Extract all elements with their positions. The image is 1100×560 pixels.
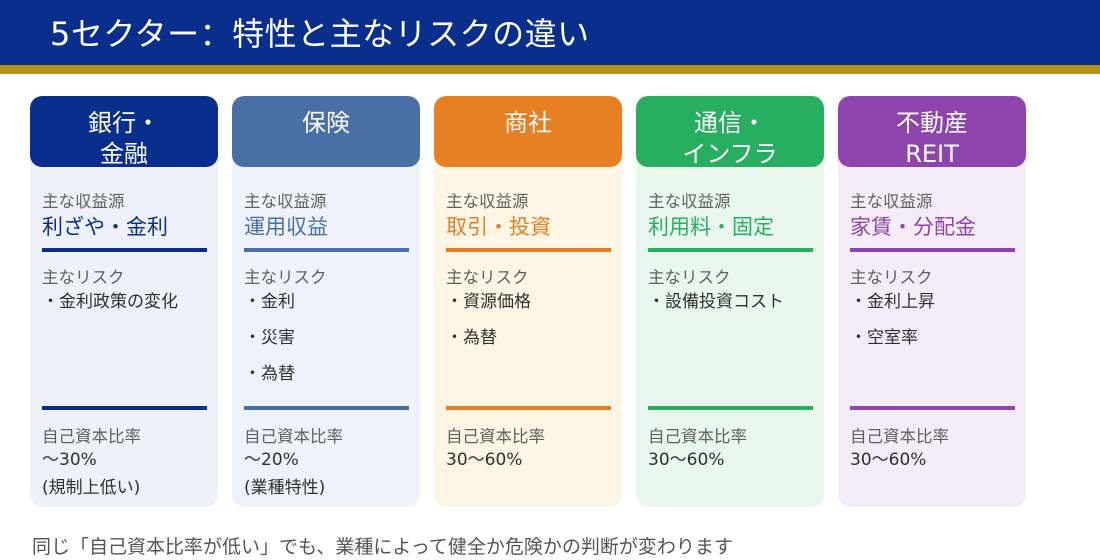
sector-card-title-line: 金融 [100,140,148,167]
equity-ratio-label: 自己資本比率 [648,427,747,446]
revenue-value: 家賃・分配金 [850,215,976,239]
sector-card-bank: 銀行・金融主な収益源利ざや・金利主なリスク・金利政策の変化自己資本比率 ～30% (… [30,96,218,507]
sector-card-title-line: インフラ [682,140,778,167]
risk-item: ・金利 [244,292,295,312]
equity-ratio-value: 30～60% [446,450,523,470]
sector-card-title-line: 不動産 [896,109,968,137]
risk-label: 主なリスク [42,268,125,287]
risk-item: ・為替 [244,364,295,384]
section-divider [648,248,813,252]
section-divider [244,406,409,410]
equity-ratio-label: 自己資本比率 [446,427,545,446]
equity-ratio-label: 自己資本比率 [244,427,343,446]
page-title: 5セクター：特性と主なリスクの違い [50,15,590,53]
sector-card-title: 商社 [434,96,622,167]
equity-ratio-label: 自己資本比率 [850,427,949,446]
section-divider [850,248,1015,252]
revenue-value: 利ざや・金利 [42,215,168,239]
equity-ratio-note: (業種特性) [244,478,326,498]
risk-item: ・金利政策の変化 [42,292,178,312]
section-divider [244,248,409,252]
risk-item: ・金利上昇 [850,292,935,312]
sector-card-title-line: 保険 [302,109,350,137]
risk-item: ・災害 [244,328,295,348]
sector-card-title-line: 通信・ [694,109,766,137]
revenue-value: 取引・投資 [446,215,551,239]
equity-ratio-value: 30～60% [850,450,927,470]
revenue-label: 主な収益源 [850,192,933,211]
sector-card-title-line: 銀行・ [88,109,160,137]
sector-card-title-line: 商社 [504,109,552,137]
section-divider [648,406,813,410]
footer-note: 同じ「自己資本比率が低い」でも、業種によって健全か危険かの判断が変わります [32,536,733,558]
sector-card-title-line: REIT [905,140,959,167]
risk-label: 主なリスク [850,268,933,287]
revenue-label: 主な収益源 [648,192,731,211]
sector-card-reit: 不動産 REIT 主な収益源家賃・分配金主なリスク・金利上昇・空室率自己資本比率 30… [838,96,1026,507]
risk-label: 主なリスク [648,268,731,287]
revenue-value: 運用収益 [244,215,328,239]
equity-ratio-note: (規制上低い) [42,478,141,498]
equity-ratio-value: 30～60% [648,450,725,470]
sector-card-trading: 商社主な収益源取引・投資主なリスク・資源価格・為替自己資本比率 30～60% [434,96,622,507]
risk-item: ・為替 [446,328,497,348]
accent-divider [0,65,1100,74]
revenue-label: 主な収益源 [446,192,529,211]
equity-ratio-value: ～20% [244,450,299,470]
section-divider [446,406,611,410]
risk-label: 主なリスク [244,268,327,287]
risk-label: 主なリスク [446,268,529,287]
sector-card-telecom: 通信・インフラ主な収益源利用料・固定主なリスク・設備投資コスト自己資本比率 30～… [636,96,824,507]
revenue-label: 主な収益源 [42,192,125,211]
equity-ratio-label: 自己資本比率 [42,427,141,446]
section-divider [42,406,207,410]
sector-card-title: 不動産 REIT [838,96,1026,167]
title-bar: 5セクター：特性と主なリスクの違い [0,0,1100,65]
equity-ratio-value: ～30% [42,450,97,470]
section-divider [850,406,1015,410]
sector-card-title: 銀行・金融 [30,96,218,167]
revenue-label: 主な収益源 [244,192,327,211]
sector-card-title: 保険 [232,96,420,167]
section-divider [42,248,207,252]
sector-card-title: 通信・インフラ [636,96,824,167]
sector-card-insurance: 保険主な収益源運用収益主なリスク・金利・災害・為替自己資本比率 ～20% (業種特性… [232,96,420,507]
revenue-value: 利用料・固定 [648,215,774,239]
risk-item: ・資源価格 [446,292,531,312]
risk-item: ・設備投資コスト [648,292,784,312]
section-divider [446,248,611,252]
risk-item: ・空室率 [850,328,918,348]
